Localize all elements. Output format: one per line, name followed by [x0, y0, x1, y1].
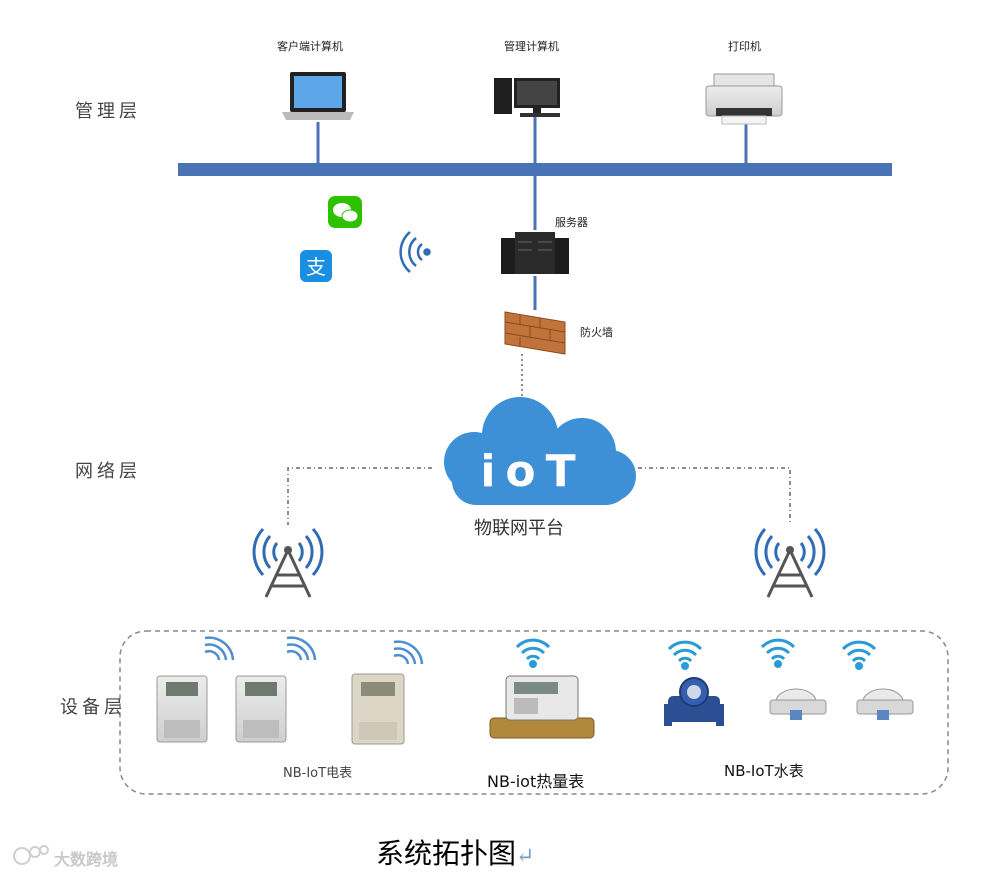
- water-meter-label: NB-IoT水表: [724, 762, 804, 780]
- laptop-icon: [282, 72, 354, 120]
- device-layer-box: [119, 630, 949, 795]
- base-station-icon: [754, 527, 826, 598]
- wifi-signal-icon: [393, 640, 424, 665]
- watermark-text: 大数跨境: [54, 850, 119, 869]
- printer-label: 打印机: [728, 40, 761, 53]
- base-station-icon: [252, 527, 324, 598]
- cloud-label: ioT: [480, 446, 585, 497]
- svg-text:支: 支: [306, 255, 326, 279]
- wifi-signal-icon: [286, 636, 317, 661]
- iot-platform-label: 物联网平台: [474, 518, 564, 539]
- server-label: 服务器: [555, 216, 588, 229]
- electric-meter-icon: [235, 675, 287, 743]
- wifi-signal-icon: [515, 638, 551, 668]
- watermark-logo: [13, 845, 49, 865]
- desktop-computer-icon: [494, 78, 560, 117]
- link-cloud-tower-left: [287, 467, 432, 525]
- wireless-signal-icon: [399, 231, 431, 273]
- electric-meter-label: NB-IoT电表: [283, 766, 353, 781]
- link-cloud-tower-right: [638, 467, 791, 525]
- firewall-icon: [504, 311, 566, 355]
- diagram-caption: 系统拓扑图↵: [376, 832, 534, 872]
- wifi-signal-icon: [667, 640, 703, 670]
- layer-label-device: 设备层: [60, 697, 126, 718]
- heat-meter-label: NB-iot热量表: [487, 772, 585, 791]
- water-meter-icon: [664, 677, 724, 726]
- printer-icon: [705, 73, 783, 125]
- server-icon: [501, 232, 569, 274]
- electric-meter-icon: [351, 673, 405, 745]
- water-meter-icon: [856, 688, 914, 720]
- alipay-icon: 支: [300, 250, 332, 282]
- electric-meter-icon: [156, 675, 208, 743]
- layer-label-network: 网络层: [75, 461, 141, 482]
- water-meter-icon: [769, 688, 827, 720]
- admin-computer-label: 管理计算机: [504, 40, 559, 53]
- client-computer-label: 客户端计算机: [277, 40, 343, 53]
- wifi-signal-icon: [204, 636, 235, 661]
- wifi-signal-icon: [841, 640, 877, 670]
- caption-text: 系统拓扑图: [376, 837, 517, 870]
- wifi-signal-icon: [760, 638, 796, 668]
- layer-label-management: 管理层: [75, 101, 141, 122]
- firewall-label: 防火墙: [580, 326, 613, 339]
- iot-cloud: [444, 397, 636, 505]
- wechat-icon: [328, 196, 362, 228]
- return-mark: ↵: [516, 844, 535, 869]
- network-bus: [178, 163, 892, 176]
- heat-meter-icon: [489, 675, 595, 739]
